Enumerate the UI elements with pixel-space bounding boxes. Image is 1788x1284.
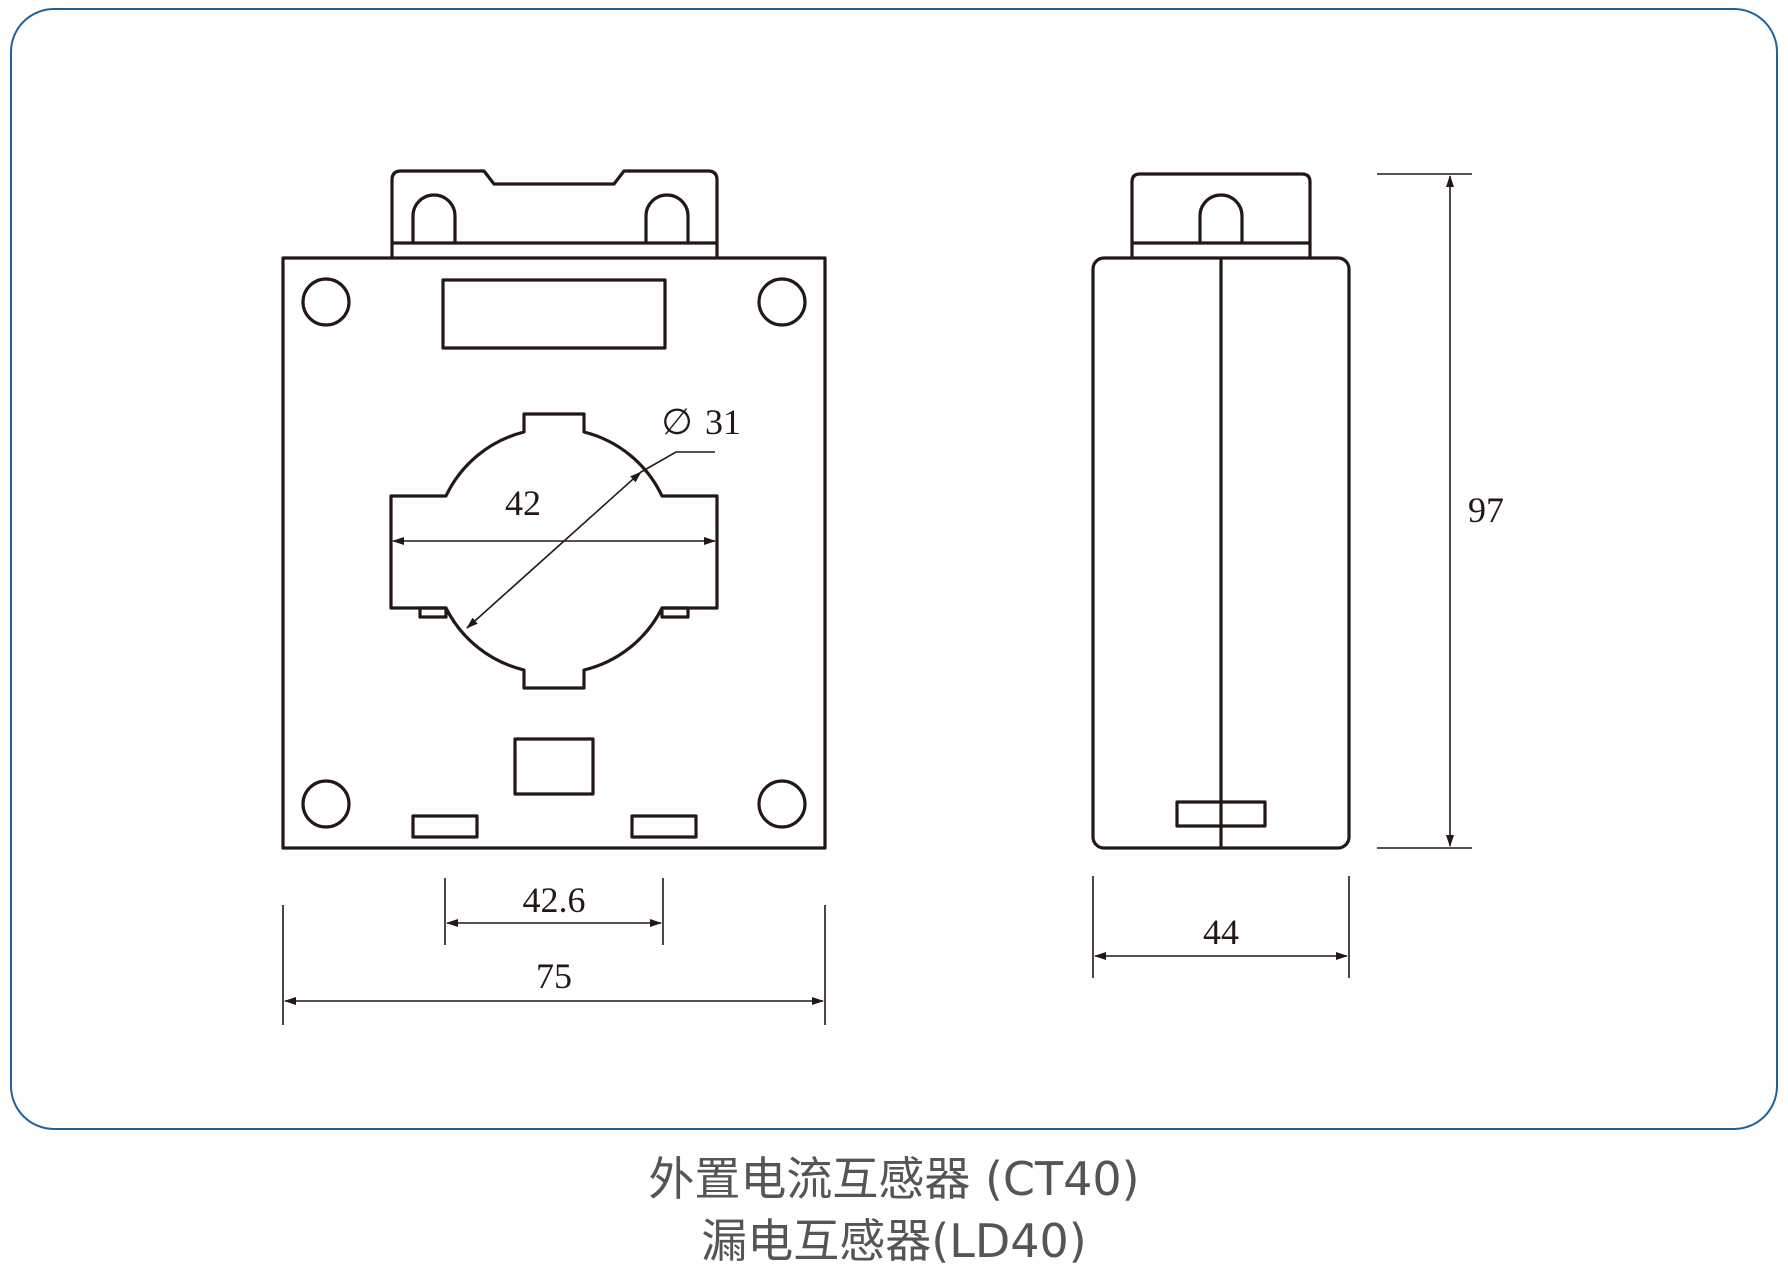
bottom-slot-left (411, 814, 479, 839)
mounting-hole-top-left (301, 277, 351, 327)
mounting-hole-top-right (757, 277, 807, 327)
terminal-block (513, 737, 595, 796)
drawing-frame (10, 8, 1778, 1130)
bore-diameter-arrow (466, 471, 642, 629)
slot-spacing-label: 42.6 (523, 880, 586, 920)
window-width-label: 42 (505, 483, 541, 523)
front-dimensions: 42.6 75 (282, 878, 826, 1025)
bottom-slot-right (630, 814, 698, 839)
mounting-hole-bottom-right (757, 779, 807, 829)
front-view: 42 ∅ 31 (281, 169, 827, 850)
side-clip (1175, 800, 1267, 828)
bore-tab-left (418, 606, 448, 619)
bore-diameter-symbol: ∅ (661, 402, 692, 442)
mounting-hole-bottom-left (301, 779, 351, 829)
caption-line-1: 外置电流互感器 (CT40) (648, 1152, 1140, 1206)
bore-diameter-label: 31 (705, 402, 741, 442)
bore-tab-right (660, 606, 690, 619)
depth-label: 44 (1203, 912, 1239, 952)
front-body (281, 256, 827, 850)
side-bracket-slot (1198, 193, 1244, 243)
side-view (1091, 172, 1351, 850)
side-dimensions: 44 97 (1092, 173, 1504, 978)
bore-window (389, 412, 719, 690)
overall-width-label: 75 (536, 956, 572, 996)
bracket-slot-left (411, 193, 457, 243)
bracket-slot-right (644, 193, 690, 243)
mounting-bracket (390, 169, 719, 258)
caption-line-2: 漏电互感器(LD40) (701, 1214, 1087, 1268)
side-bracket (1130, 172, 1312, 258)
height-label: 97 (1468, 490, 1504, 530)
nameplate-window (441, 278, 667, 350)
bore-diameter-leader (640, 451, 715, 473)
